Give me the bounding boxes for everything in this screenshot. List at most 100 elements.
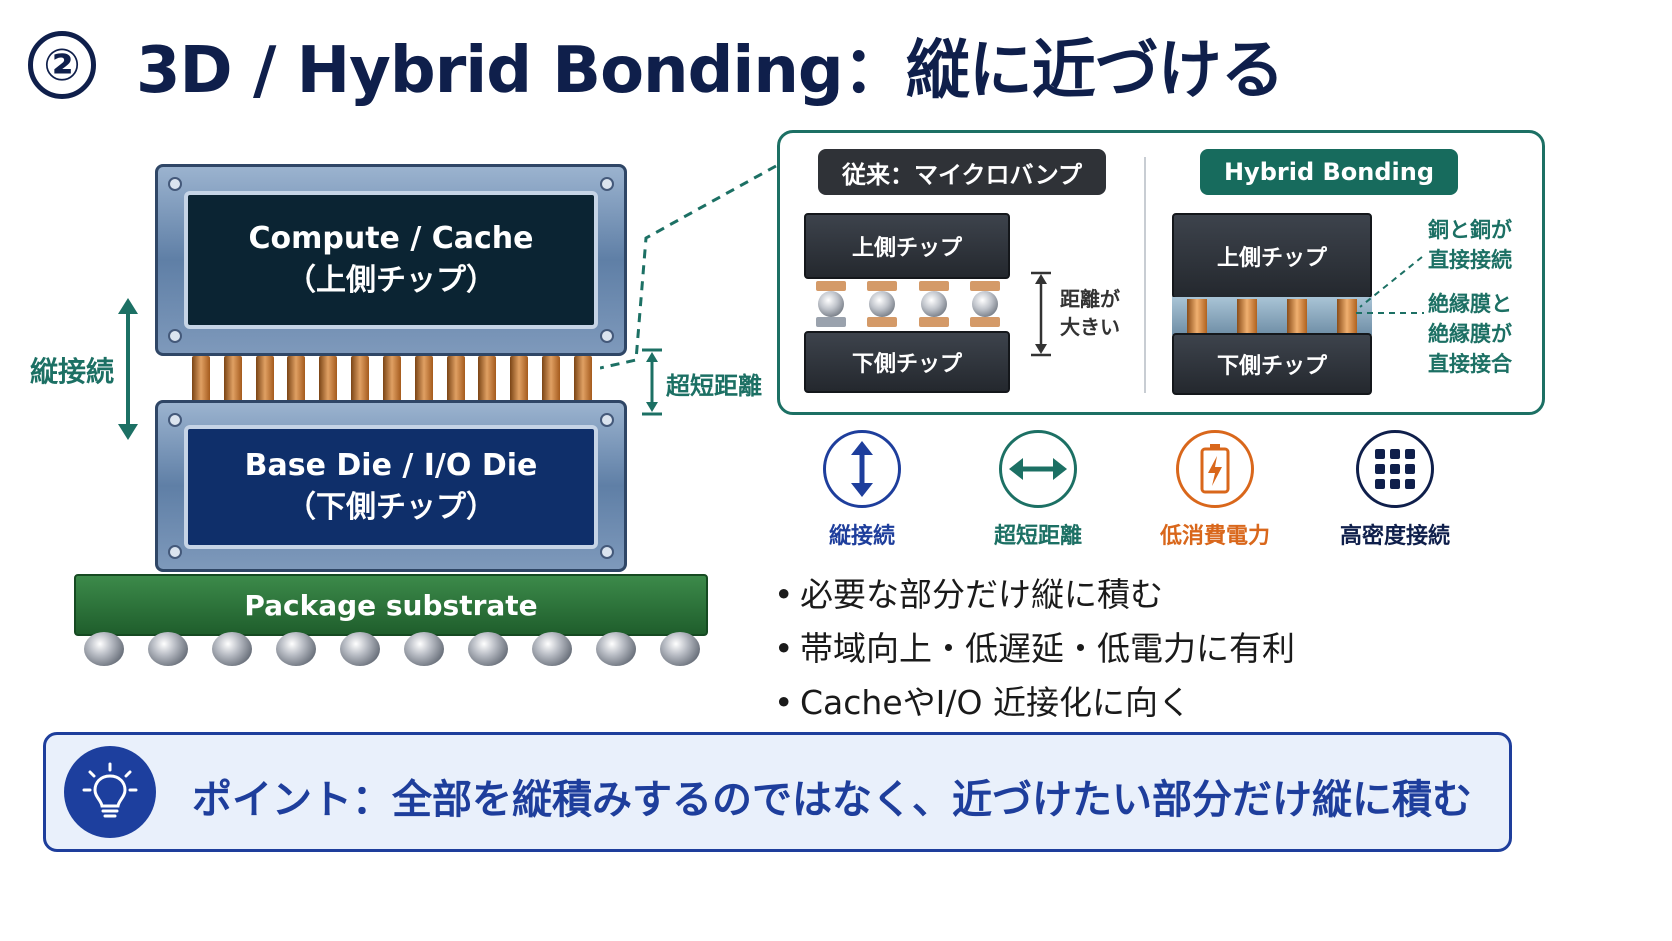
chip-stack: Compute / Cache （上側チップ） Base Die / I/O D…: [60, 160, 720, 680]
copper-bump: [223, 356, 242, 402]
substrate-label: Package substrate: [244, 588, 538, 622]
microbump-note-line1: 距離が: [1060, 287, 1120, 311]
title-number: ②: [28, 31, 96, 99]
screw-icon: [168, 177, 182, 191]
bullet-item: •必要な部分だけ縦に積む: [774, 575, 1163, 614]
base-die-face: Base Die / I/O Die （下側チップ）: [184, 425, 598, 549]
feature-vertical-label: 縦接続: [828, 524, 895, 549]
point-text: ポイント：全部を縦積みするのではなく、近づけたい部分だけ縦に積む: [192, 777, 1472, 823]
callout-dashed-line: [600, 164, 777, 370]
feature-vertical: 縦接続: [800, 430, 924, 550]
top-die-label: Compute / Cache: [248, 221, 534, 256]
battery-icon: [1176, 430, 1254, 508]
point-box: ポイント：全部を縦積みするのではなく、近づけたい部分だけ縦に積む: [43, 732, 1512, 852]
copper-pad: [1237, 299, 1257, 333]
screw-icon: [168, 545, 182, 559]
distance-arrow-icon: [1031, 271, 1051, 357]
copper-bump: [255, 356, 274, 402]
solder-ball: [468, 632, 508, 666]
insulator-note-line2: 絶縁膜が: [1428, 322, 1512, 346]
copper-pad: [1287, 299, 1307, 333]
copper-pad: [1337, 299, 1357, 333]
microbump-header: 従来：マイクロバンプ: [818, 149, 1106, 195]
microbump-lower-chip: 下側チップ: [804, 331, 1010, 393]
microbump: [816, 281, 846, 331]
solder-ball: [276, 632, 316, 666]
horizontal-arrow-icon: [999, 430, 1077, 508]
vertical-connection-label: 縦接続: [30, 355, 115, 388]
copper-bump: [382, 356, 401, 402]
solder-ball: [660, 632, 700, 666]
panel-divider: [1144, 157, 1146, 393]
page-title: 3D / Hybrid Bonding：縦に近づける: [136, 34, 1285, 108]
hybrid-lower-chip: 下側チップ: [1172, 333, 1372, 395]
microbump: [918, 281, 949, 331]
feature-high-density-label: 高密度接続: [1339, 524, 1450, 549]
screw-icon: [600, 413, 614, 427]
bullet-item: •帯域向上・低遅延・低電力に有利: [774, 629, 1295, 668]
copper-bump: [478, 356, 497, 402]
feature-short-distance-label: 超短距離: [993, 524, 1082, 549]
copper-pad: [1187, 299, 1207, 333]
copper-bump: [446, 356, 465, 402]
base-die-label: Base Die / I/O Die: [244, 448, 538, 483]
base-die-sublabel: （下側チップ）: [286, 490, 496, 525]
screw-icon: [168, 329, 182, 343]
copper-bump: [573, 356, 592, 402]
copper-note-line1: 銅と銅が: [1428, 218, 1512, 242]
solder-ball: [596, 632, 636, 666]
bonding-comparison-panel: 従来：マイクロバンプ 上側チップ 下側チップ 距離が 大きい Hybrid Bo…: [777, 130, 1545, 415]
hybrid-header: Hybrid Bonding: [1200, 149, 1458, 195]
microbump-row: [816, 281, 1000, 331]
copper-bump: [319, 356, 338, 402]
feature-low-power-label: 低消費電力: [1159, 524, 1270, 549]
screw-icon: [600, 545, 614, 559]
bullet-text: CacheやI/O 近接化に向く: [800, 683, 1191, 722]
solder-ball: [532, 632, 572, 666]
bump-row: [192, 356, 592, 402]
vertical-connection-arrow-icon: [118, 298, 138, 440]
microbump-note: 距離が 大きい: [1060, 285, 1120, 341]
copper-bump: [414, 356, 433, 402]
feature-short-distance: 超短距離: [976, 430, 1100, 550]
insulator-note-line1: 絶縁膜と: [1428, 292, 1512, 316]
bullet-text: 必要な部分だけ縦に積む: [800, 575, 1163, 614]
feature-low-power: 低消費電力: [1148, 430, 1282, 550]
bullet-text: 帯域向上・低遅延・低電力に有利: [800, 629, 1295, 668]
solder-ball: [404, 632, 444, 666]
hybrid-leader-lines: [1356, 256, 1424, 314]
vertical-arrow-icon: [823, 430, 901, 508]
copper-note-line2: 直接接続: [1428, 248, 1512, 272]
copper-bump: [351, 356, 370, 402]
feature-high-density: 高密度接続: [1328, 430, 1462, 550]
solder-ball: [84, 632, 124, 666]
insulator-note-line3: 直接接合: [1428, 352, 1512, 376]
copper-bump: [287, 356, 306, 402]
copper-direct-note: 銅と銅が 直接接続: [1428, 215, 1512, 275]
microbump-upper-chip: 上側チップ: [804, 213, 1010, 279]
package-substrate: Package substrate: [74, 574, 708, 636]
top-die-sublabel: （上側チップ）: [286, 263, 496, 298]
screw-icon: [600, 177, 614, 191]
screw-icon: [168, 413, 182, 427]
base-die: Base Die / I/O Die （下側チップ）: [155, 400, 627, 572]
title-row: ② 3D / Hybrid Bonding：縦に近づける: [28, 22, 1285, 108]
hybrid-upper-chip: 上側チップ: [1172, 213, 1372, 299]
lightbulb-icon: [64, 746, 156, 838]
insulator-direct-note: 絶縁膜と 絶縁膜が 直接接合: [1428, 289, 1512, 379]
solder-ball-row: [84, 632, 700, 668]
hybrid-bond-layer: [1172, 297, 1372, 335]
microbump: [969, 281, 1000, 331]
top-die: Compute / Cache （上側チップ）: [155, 164, 627, 356]
solder-ball: [212, 632, 252, 666]
top-die-face: Compute / Cache （上側チップ）: [184, 191, 598, 329]
short-distance-label: 超短距離: [666, 372, 762, 400]
grid-icon: [1356, 430, 1434, 508]
screw-icon: [600, 329, 614, 343]
microbump: [867, 281, 898, 331]
copper-bump: [192, 356, 210, 402]
microbump-note-line2: 大きい: [1060, 315, 1120, 339]
solder-ball: [340, 632, 380, 666]
short-distance-marker-icon: [642, 348, 662, 416]
bullet-item: •CacheやI/O 近接化に向く: [774, 683, 1191, 722]
